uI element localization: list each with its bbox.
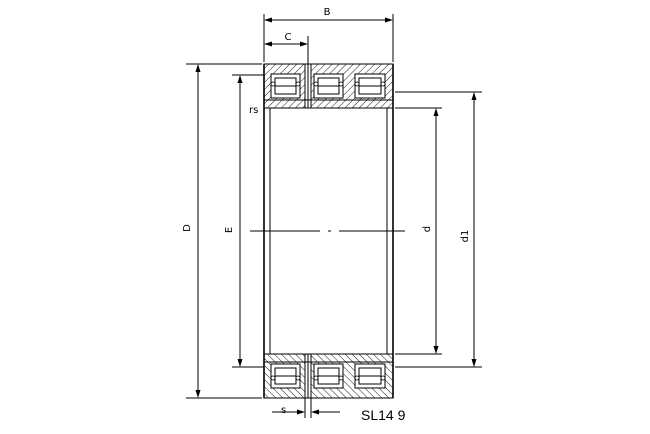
label-rs: rs (249, 105, 258, 116)
model-number: SL14 9 (361, 407, 406, 423)
dimension-d-outer (186, 63, 262, 399)
label-s: s (281, 405, 286, 416)
dimension-d1 (395, 91, 482, 368)
top-ring-section (263, 63, 394, 109)
dimension-s (272, 398, 340, 418)
label-e: E (224, 227, 235, 233)
label-d-outer: D (182, 224, 193, 232)
dimension-b (263, 14, 394, 62)
dimension-e (232, 74, 264, 368)
label-d-bore: d (422, 226, 433, 232)
dimension-d-bore (395, 107, 442, 355)
label-d1: d1 (460, 230, 471, 243)
dimension-c (264, 36, 309, 64)
label-c: C (285, 32, 292, 43)
label-b: B (324, 7, 331, 18)
bottom-ring-section (263, 353, 394, 399)
